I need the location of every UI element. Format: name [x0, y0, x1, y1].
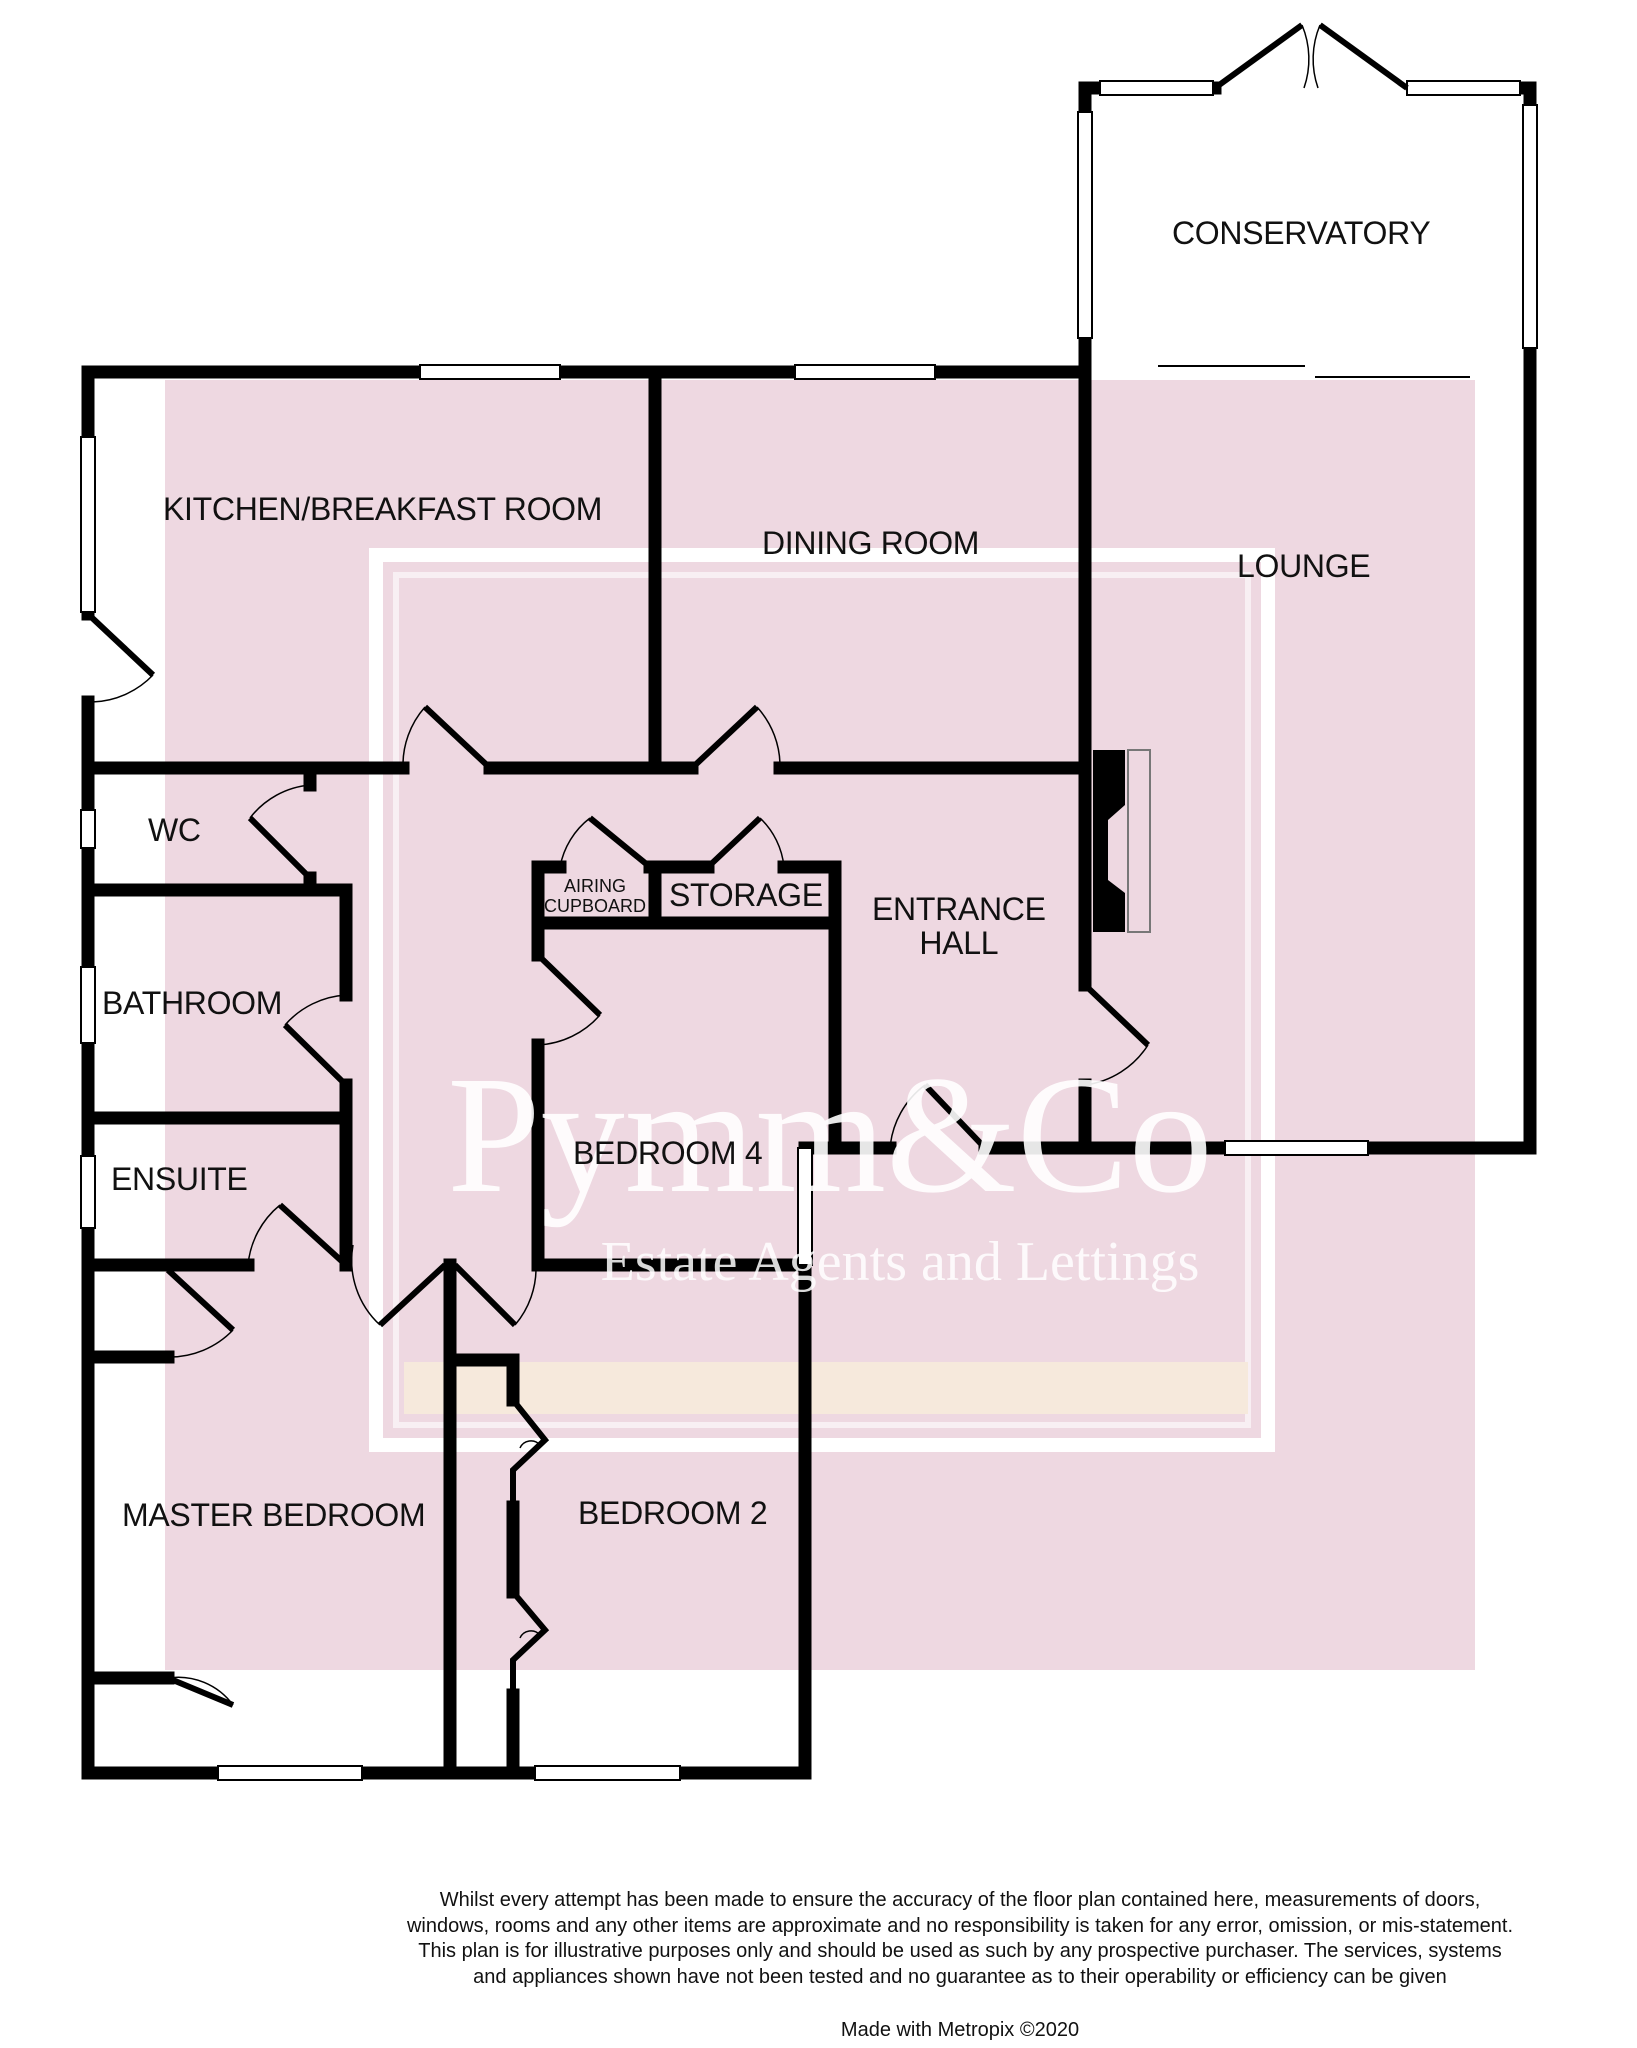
- label-entrance: ENTRANCE: [872, 891, 1046, 927]
- label-lounge: LOUNGE: [1237, 548, 1371, 584]
- label-bathroom: BATHROOM: [102, 985, 283, 1021]
- watermark-frame: [369, 548, 1275, 1452]
- label-dining-room: DINING ROOM: [762, 525, 980, 561]
- label-airing-cupboard: AIRING CUPBOARD: [544, 876, 646, 916]
- label-hall: HALL: [919, 925, 999, 961]
- disclaimer-text: Whilst every attempt has been made to en…: [406, 1889, 1514, 1988]
- label-master-bedroom: MASTER BEDROOM: [122, 1497, 426, 1533]
- interior-fill: [165, 380, 1475, 1670]
- metropix-credit: Made with Metropix ©2020: [840, 2019, 1080, 2041]
- label-wc: WC: [148, 812, 201, 848]
- doors: [85, 22, 1409, 1708]
- label-bedroom-2: BEDROOM 2: [578, 1495, 768, 1531]
- label-cupboard: CUPBOARD: [544, 896, 647, 916]
- label-ensuite: ENSUITE: [111, 1161, 248, 1197]
- label-storage: STORAGE: [669, 877, 823, 913]
- watermark-logo-name: Pymm&Co: [447, 1042, 1213, 1228]
- watermark-logo-tagline: Estate Agents and Lettings: [600, 1231, 1200, 1293]
- label-kitchen-breakfast-room: KITCHEN/BREAKFAST ROOM: [163, 491, 603, 527]
- label-bedroom-4: BEDROOM 4: [573, 1135, 763, 1171]
- fireplace: [1093, 749, 1151, 933]
- label-airing: AIRING: [564, 876, 627, 896]
- walls: [81, 81, 1537, 1780]
- label-entrance-hall: ENTRANCE HALL: [872, 892, 1046, 960]
- windows: [80, 80, 1538, 1781]
- label-conservatory: CONSERVATORY: [1172, 215, 1431, 251]
